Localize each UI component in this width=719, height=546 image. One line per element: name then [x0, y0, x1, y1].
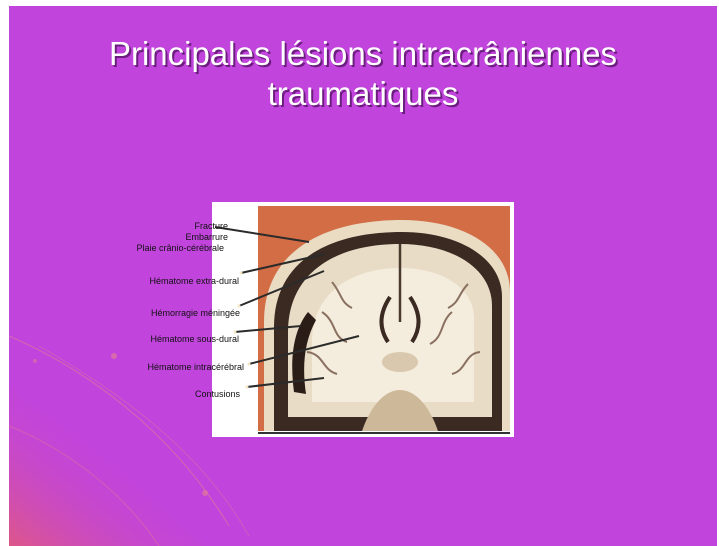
label-fracture: Fracture: [148, 221, 228, 231]
label-hemorragie-meningee: Hémorragie méningée: [94, 308, 240, 318]
label-plaie-cranio-cerebrale: Plaie crânio-cérébrale: [74, 243, 224, 253]
label-contusions: Contusions: [129, 389, 240, 399]
slide: Principales lésions intracrâniennes trau…: [9, 6, 717, 546]
label-embarrure: Embarrure: [148, 232, 228, 242]
label-hematome-sous-dural: Hématome sous-dural: [94, 334, 239, 344]
slide-left-margin: [0, 0, 9, 546]
label-hematome-extra-dural: Hématome extra-dural: [94, 276, 239, 286]
label-hematome-intracerebral: Hématome intracérébral: [79, 362, 244, 372]
